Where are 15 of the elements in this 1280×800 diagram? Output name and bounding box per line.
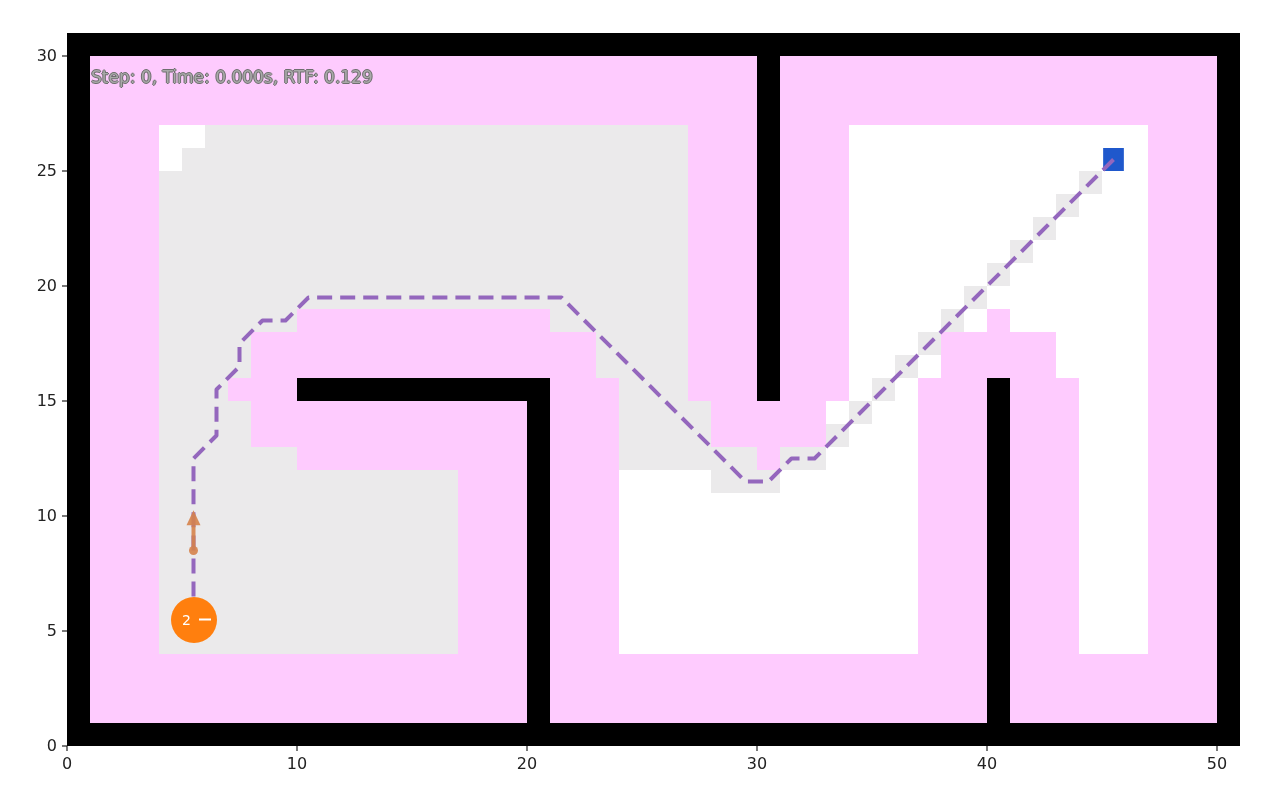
- tick-label: 20: [36, 276, 57, 296]
- tick-label: 30: [746, 754, 768, 774]
- status-text: Step: 0, Time: 0.000s, RTF: 0.129: [91, 66, 373, 88]
- tick-label: 10: [286, 754, 308, 774]
- tick-label: 20: [516, 754, 538, 774]
- tick-label: 0: [46, 736, 57, 756]
- tick-label: 30: [36, 46, 57, 66]
- tick-label: 15: [36, 391, 57, 411]
- tick-label: 40: [976, 754, 998, 774]
- tick-label: 50: [1206, 754, 1228, 774]
- tick-label: 0: [61, 754, 73, 774]
- tick-label: 10: [36, 506, 57, 526]
- tick-label: 25: [36, 161, 57, 181]
- tick-label: 5: [46, 621, 57, 641]
- robot-id-label: 2: [181, 610, 192, 629]
